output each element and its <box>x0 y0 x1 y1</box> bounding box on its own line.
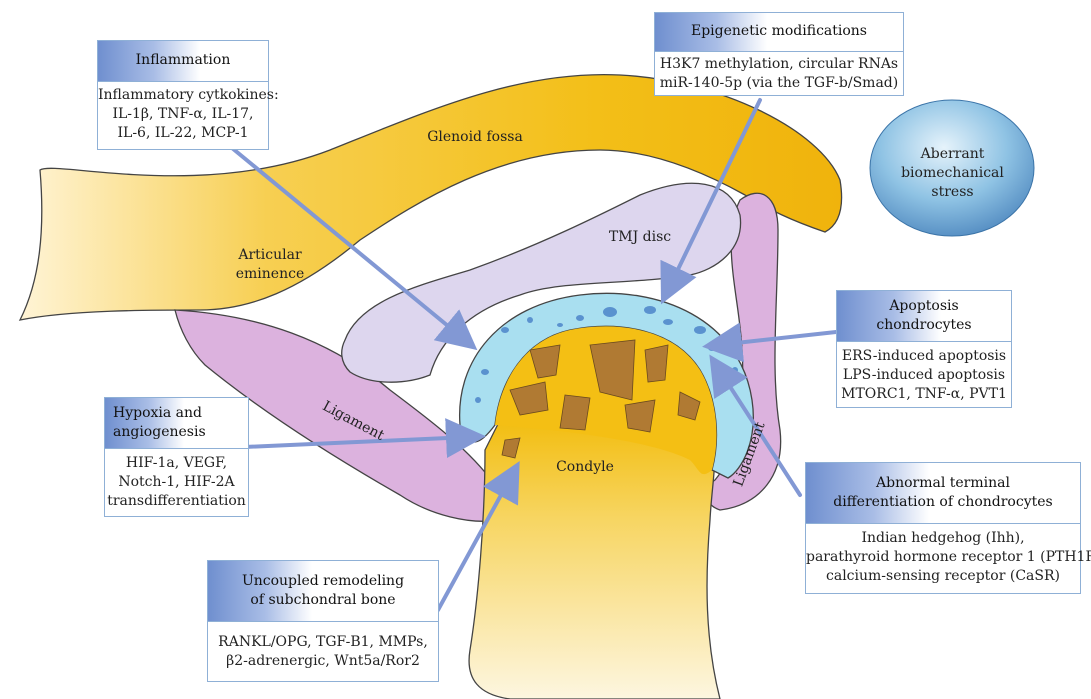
inflammation-body: Inflammatory cytkokines: IL-1β, TNF-α, I… <box>98 82 268 143</box>
label-aberrant-stress: Aberrant biomechanical stress <box>895 145 1010 202</box>
box-inflammation: Inflammation Inflammatory cytkokines: IL… <box>97 40 269 150</box>
label-glenoid-fossa: Glenoid fossa <box>420 128 530 147</box>
label-tmj-disc: TMJ disc <box>600 228 680 247</box>
terminal-body: Indian hedgehog (Ihh), parathyroid hormo… <box>806 524 1080 586</box>
hypoxia-title: Hypoxia and angiogenesis <box>105 398 248 442</box>
remodeling-body: RANKL/OPG, TGF-B1, MMPs, β2-adrenergic, … <box>208 622 438 671</box>
box-hypoxia: Hypoxia and angiogenesis HIF-1a, VEGF, N… <box>104 397 249 517</box>
label-articular-eminence: Articular eminence <box>215 246 325 284</box>
box-terminal-differentiation: Abnormal terminal differentiation of cho… <box>805 462 1081 594</box>
apoptosis-title: Apoptosis chondrocytes <box>837 291 1011 335</box>
inflammation-title: Inflammation <box>98 41 268 70</box>
hypoxia-body: HIF-1a, VEGF, Notch-1, HIF-2A transdiffe… <box>105 449 248 511</box>
box-epigenetic: Epigenetic modifications H3K7 methylatio… <box>654 12 904 96</box>
label-condyle: Condyle <box>540 458 630 477</box>
arrow-apoptosis <box>718 332 836 345</box>
terminal-title: Abnormal terminal differentiation of cho… <box>806 463 1080 512</box>
box-uncoupled-remodeling: Uncoupled remodeling of subchondral bone… <box>207 560 439 682</box>
box-apoptosis: Apoptosis chondrocytes ERS-induced apopt… <box>836 290 1012 408</box>
epigenetic-body: H3K7 methylation, circular RNAs miR-140-… <box>655 52 903 93</box>
apoptosis-body: ERS-induced apoptosis LPS-induced apopto… <box>837 342 1011 404</box>
remodeling-title: Uncoupled remodeling of subchondral bone <box>208 561 438 610</box>
epigenetic-title: Epigenetic modifications <box>655 13 903 41</box>
